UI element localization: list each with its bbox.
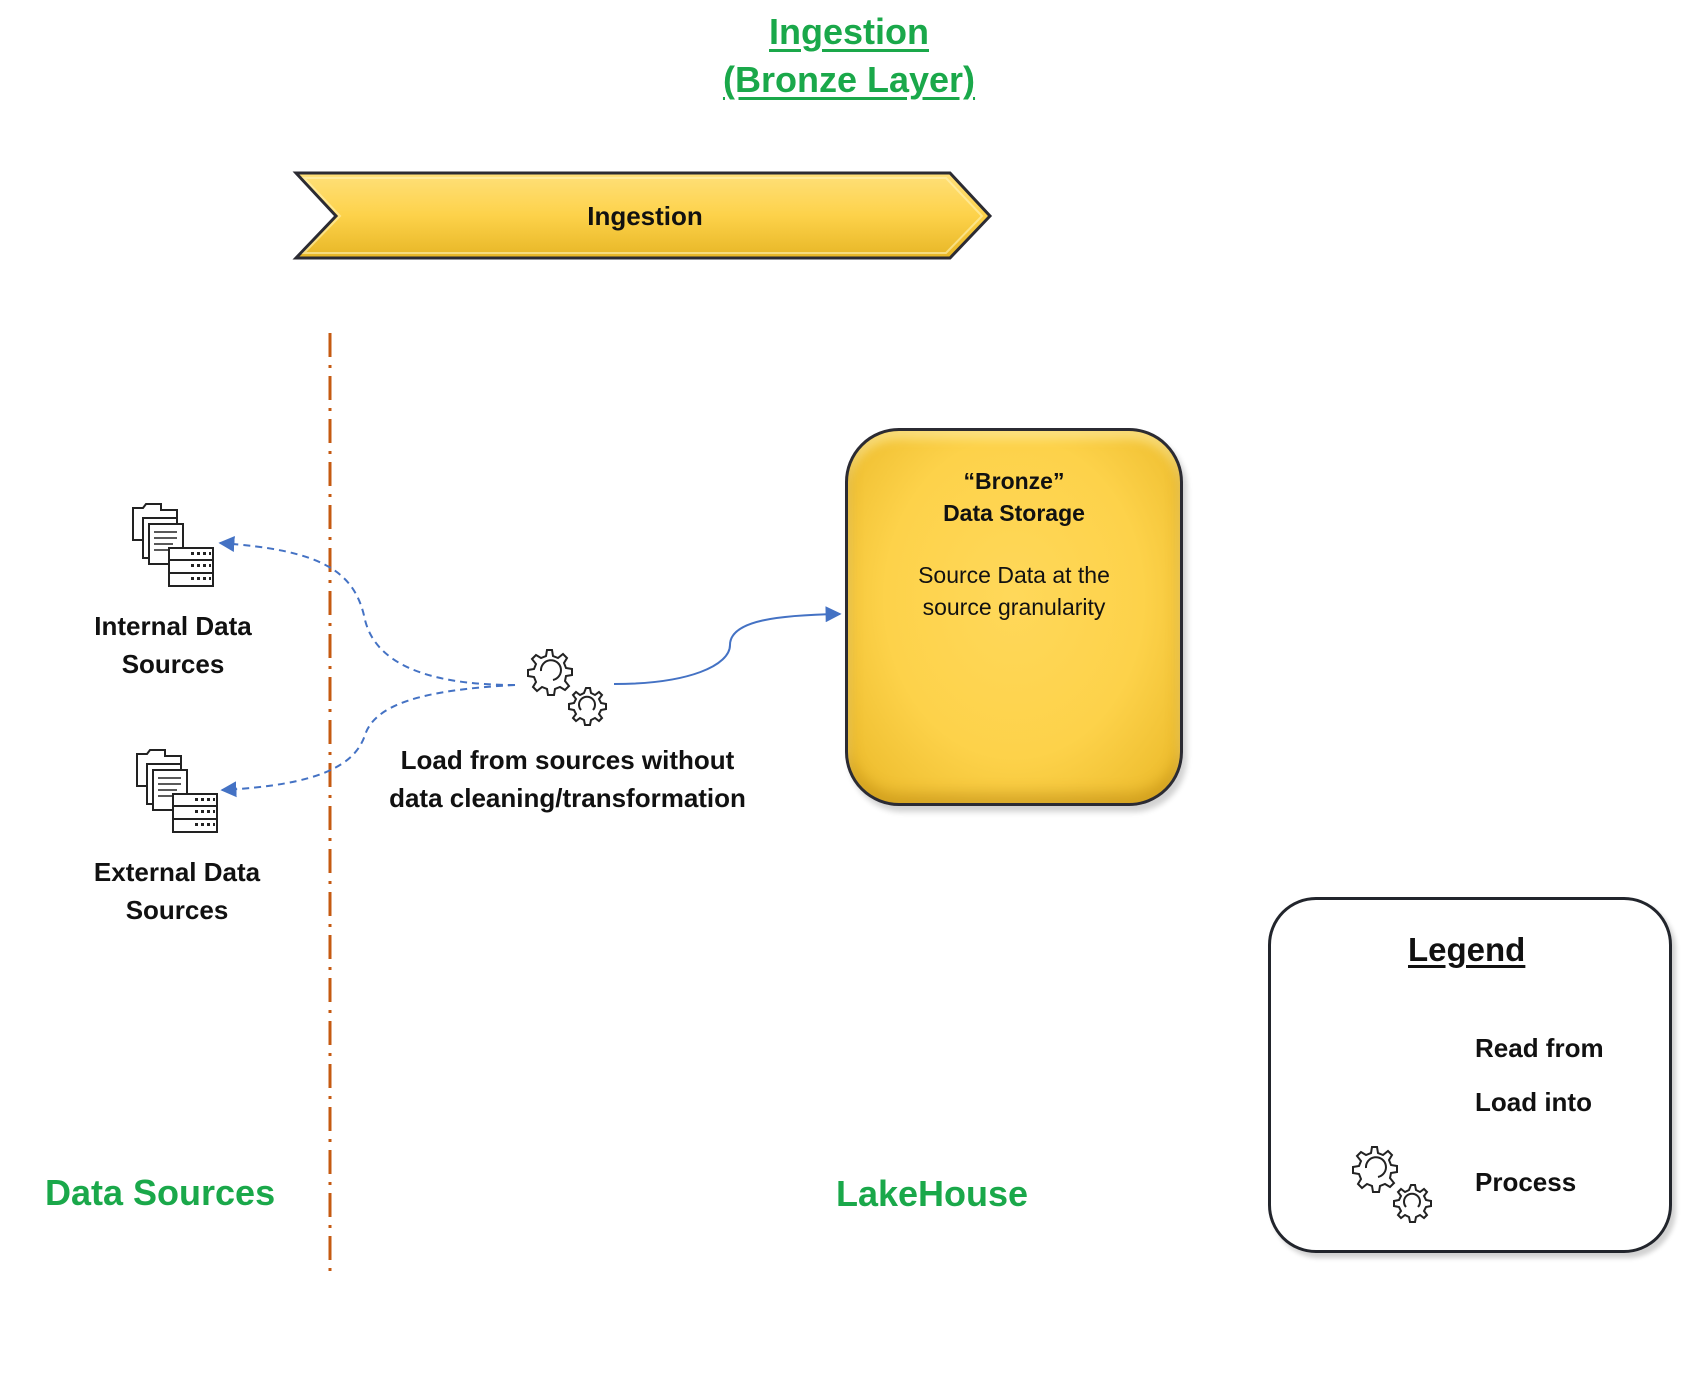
title-line1: Ingestion [769, 11, 929, 52]
bronze-box-title-line1: “Bronze” [963, 468, 1065, 494]
ingestion-banner [292, 171, 993, 260]
gears-icon [527, 649, 607, 726]
process-label: Load from sources without data cleaning/… [360, 741, 775, 817]
legend-process-label: Process [1475, 1167, 1577, 1197]
title-line2: (Bronze Layer) [722, 59, 976, 100]
internal-source-icon [132, 503, 214, 587]
external-source-line2: Sources [125, 895, 229, 925]
process-line1: Load from sources without [400, 745, 735, 775]
process-line2: data cleaning/transformation [389, 783, 746, 813]
zone-data-sources: Data Sources [45, 1172, 276, 1213]
internal-source-line1: Internal Data [94, 611, 252, 641]
legend-read-from-label: Read from [1475, 1033, 1604, 1063]
legend-gears-icon [1352, 1146, 1432, 1223]
banner-label: Ingestion [587, 201, 703, 231]
diagram-title: Ingestion (Bronze Layer) [0, 8, 1698, 104]
internal-source-line2: Sources [121, 649, 225, 679]
load-into-arrow [613, 606, 842, 685]
read-from-external-arrow [220, 684, 516, 798]
internal-source-label: Internal Data Sources [58, 607, 288, 683]
bronze-box-title: “Bronze” Data Storage [848, 465, 1180, 529]
legend-box [1268, 897, 1672, 1253]
legend-load-into-label: Load into [1475, 1087, 1592, 1117]
external-source-icon [136, 749, 218, 833]
bronze-box-title-line2: Data Storage [943, 500, 1085, 526]
read-from-internal-arrow [218, 536, 516, 686]
external-source-label: External Data Sources [62, 853, 292, 929]
bronze-box-desc-line2: source granularity [922, 594, 1106, 620]
external-source-line1: External Data [93, 857, 261, 887]
zone-lakehouse: LakeHouse [836, 1173, 1029, 1214]
bronze-box-description: Source Data at the source granularity [848, 559, 1180, 623]
legend-title: Legend [1408, 931, 1526, 968]
bronze-storage-box: “Bronze” Data Storage Source Data at the… [845, 428, 1183, 806]
bronze-box-desc-line1: Source Data at the [918, 562, 1110, 588]
